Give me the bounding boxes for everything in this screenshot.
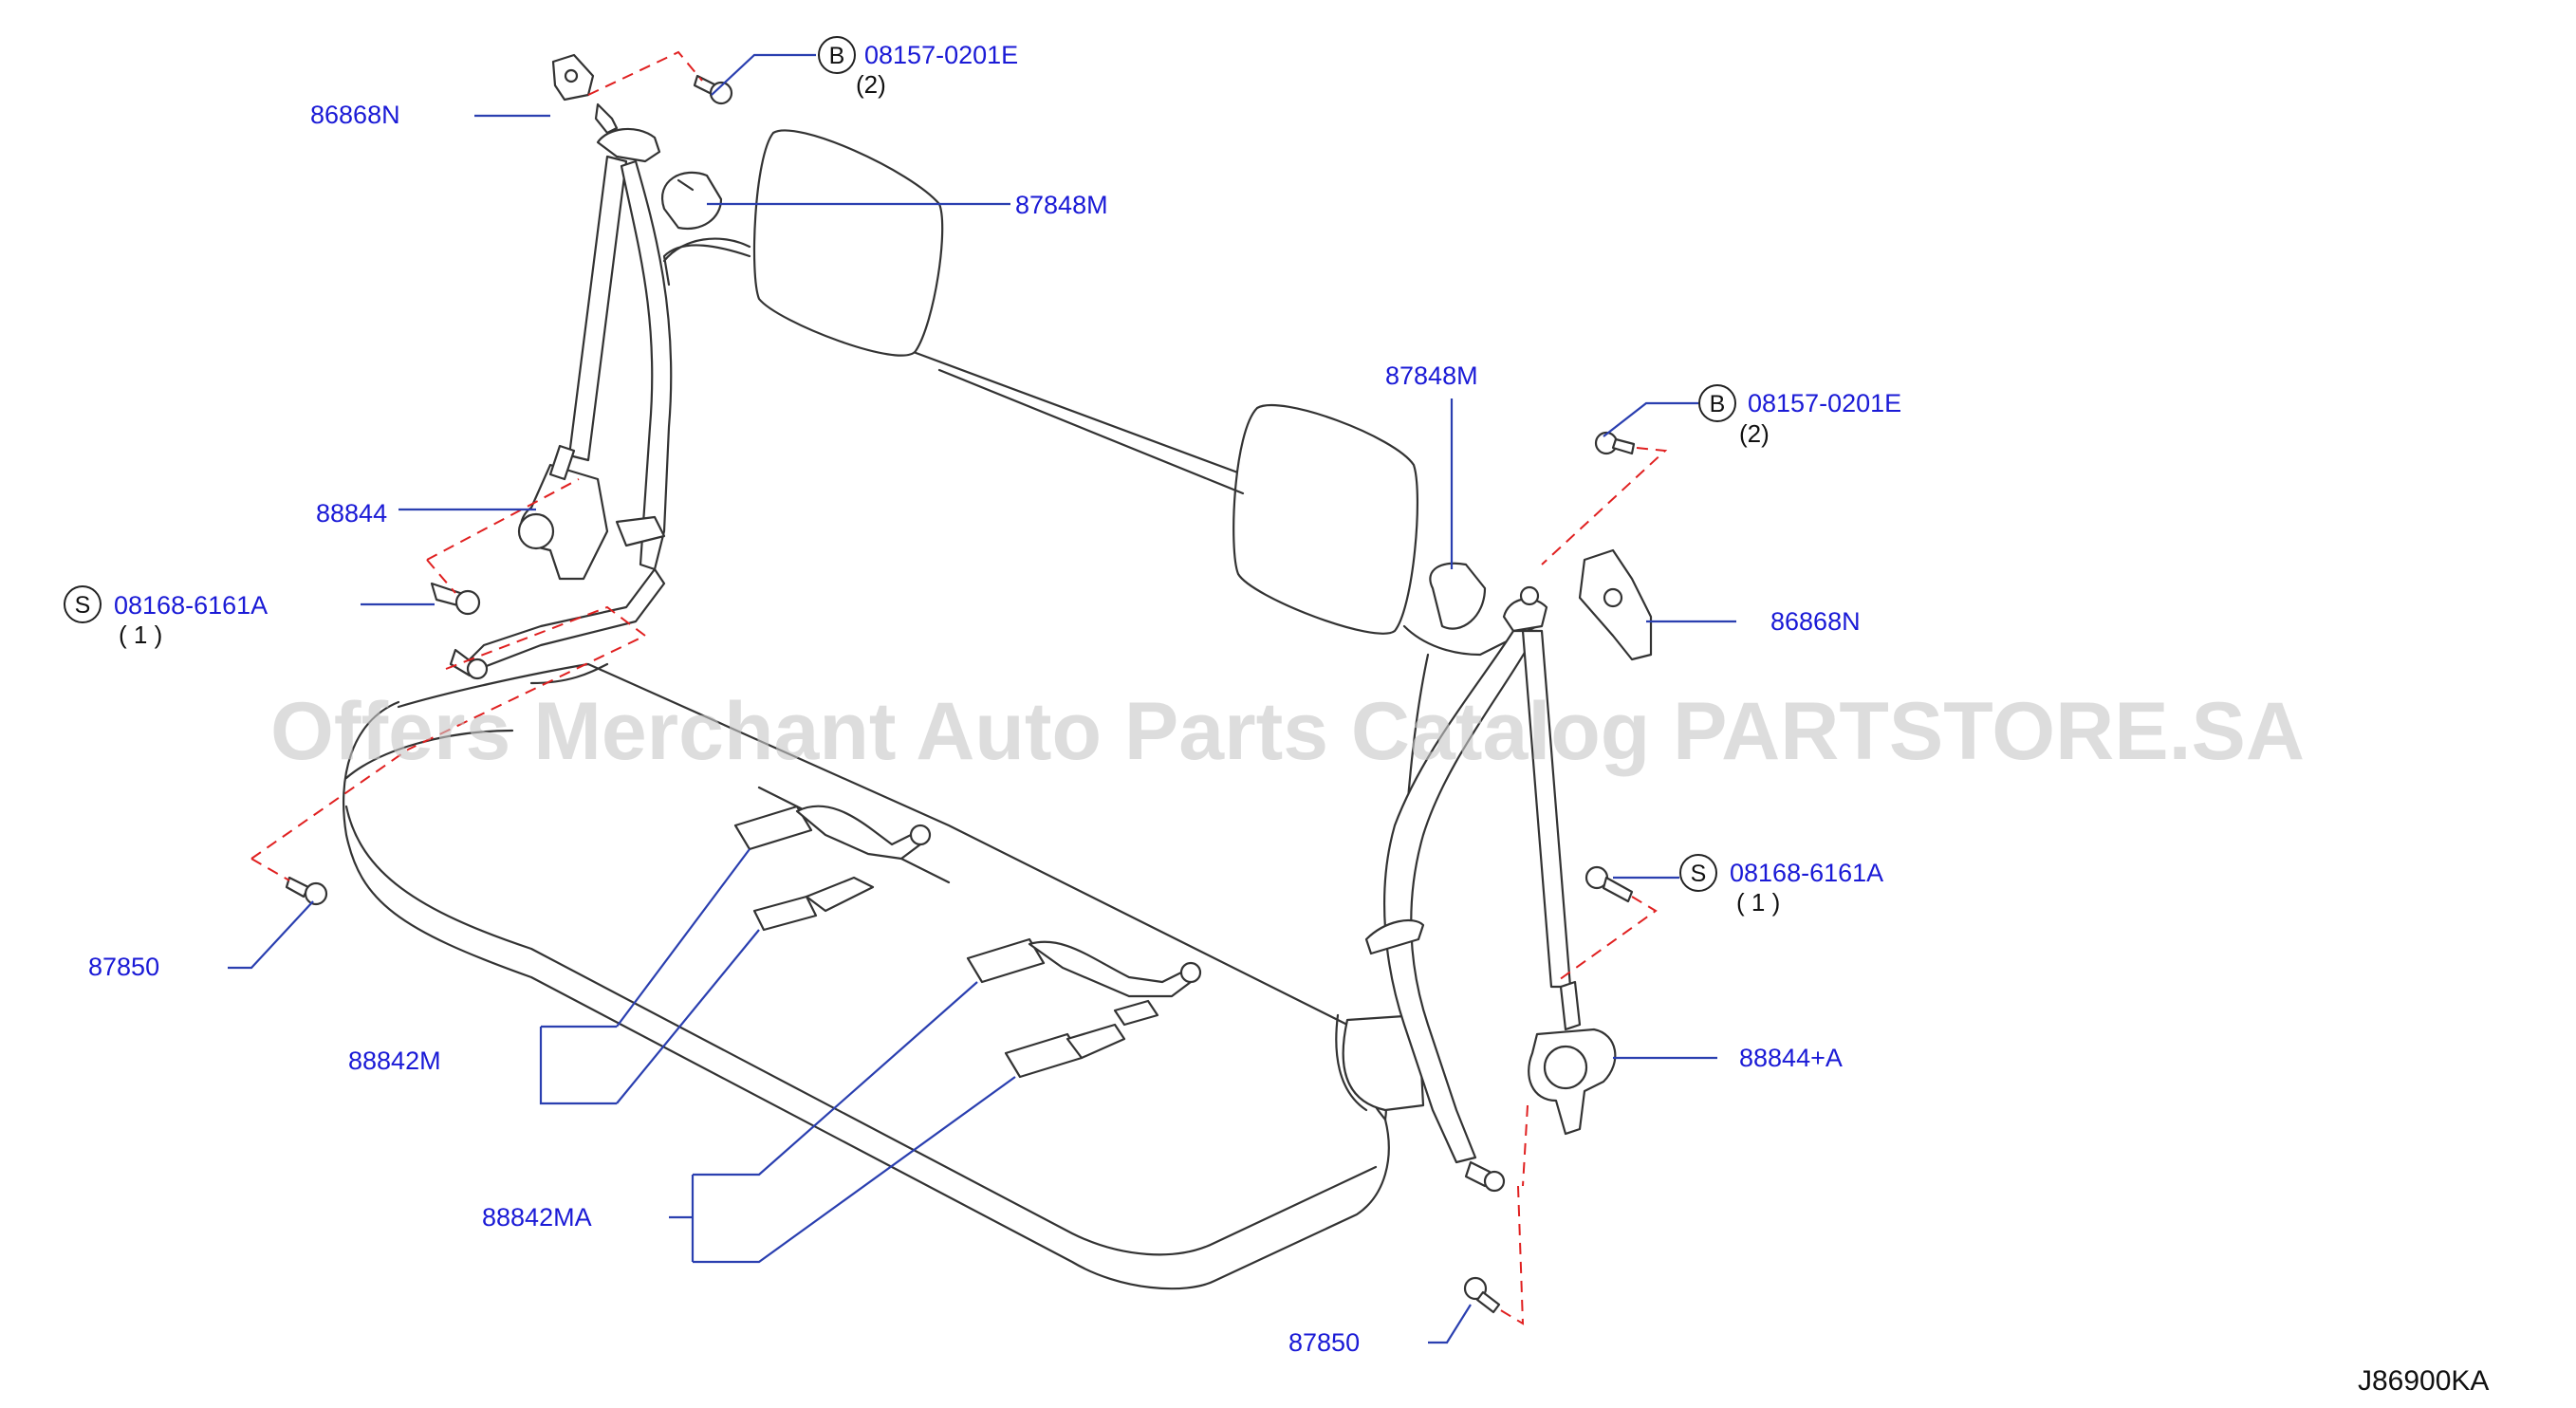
part-label-88842m[interactable]: 88842M	[348, 1047, 441, 1075]
headrest-right	[1232, 403, 1419, 635]
buckle-88842ma-upper	[966, 937, 1046, 984]
bolt-87850-right	[1463, 1276, 1501, 1314]
belt-tongue-left	[615, 515, 666, 547]
part-label-87848m-left[interactable]: 87848M	[1015, 191, 1108, 219]
bolt-87850-left	[285, 876, 328, 906]
bolt-b-right	[1594, 431, 1636, 455]
right-belt-assembly	[1364, 585, 1617, 1193]
part-label-88844a[interactable]: 88844+A	[1739, 1044, 1843, 1072]
qty-b-right: (2)	[1739, 419, 1770, 448]
shoulder-anchor-left	[596, 127, 661, 163]
mounting-dash-lines	[250, 50, 1668, 1325]
qty-b-top: (2)	[856, 70, 886, 99]
buckle-88842ma-assembly	[966, 937, 1202, 1079]
part-number-s-right[interactable]: 08168-6161A	[1730, 859, 1883, 887]
part-label-88842ma[interactable]: 88842MA	[482, 1203, 592, 1232]
diagram-code: J86900KA	[2358, 1365, 2489, 1397]
anchor-bracket-right	[1578, 548, 1653, 661]
code-letter: S	[1691, 861, 1707, 887]
bolt-retractor-right	[1585, 865, 1634, 903]
buckle-88842m-lower	[752, 895, 818, 932]
watermark-text: Offers Merchant Auto Parts Catalog PARTS…	[270, 686, 2305, 777]
cover-cap-right	[1429, 562, 1487, 630]
part-label-87850-left[interactable]: 87850	[88, 953, 159, 981]
qty-s-right: ( 1 )	[1736, 888, 1780, 917]
part-label-86868n-left[interactable]: 86868N	[310, 101, 400, 129]
seatback-top-edge	[937, 368, 1245, 495]
part-label-87848m-right[interactable]: 87848M	[1385, 361, 1478, 390]
headrest-left	[752, 129, 944, 357]
buckle-88842m-assembly	[733, 805, 932, 932]
buckle-88842m-upper	[733, 805, 813, 851]
code-circle-b-top: B	[818, 36, 856, 74]
code-circle-b-right: B	[1698, 384, 1736, 422]
code-letter: B	[1710, 391, 1726, 417]
part-label-87850-right[interactable]: 87850	[1288, 1328, 1360, 1357]
leader-lines	[228, 53, 1736, 1344]
code-circle-s-left: S	[64, 585, 102, 623]
part-label-86868n-right[interactable]: 86868N	[1770, 607, 1861, 636]
cover-cap-left	[661, 171, 723, 231]
code-letter: B	[829, 43, 845, 69]
part-number-s-left[interactable]: 08168-6161A	[114, 591, 268, 620]
part-number-b-top[interactable]: 08157-0201E	[864, 41, 1018, 69]
bolt-b-top	[693, 74, 733, 105]
left-belt-assembly	[449, 53, 673, 680]
rear-seat-outline	[343, 237, 1539, 1290]
part-label-88844[interactable]: 88844	[316, 499, 387, 528]
qty-s-left: ( 1 )	[119, 621, 162, 649]
code-circle-s-right: S	[1679, 854, 1717, 892]
bolt-retractor-left	[430, 582, 481, 616]
part-number-b-right[interactable]: 08157-0201E	[1748, 389, 1901, 417]
code-letter: S	[75, 592, 91, 619]
